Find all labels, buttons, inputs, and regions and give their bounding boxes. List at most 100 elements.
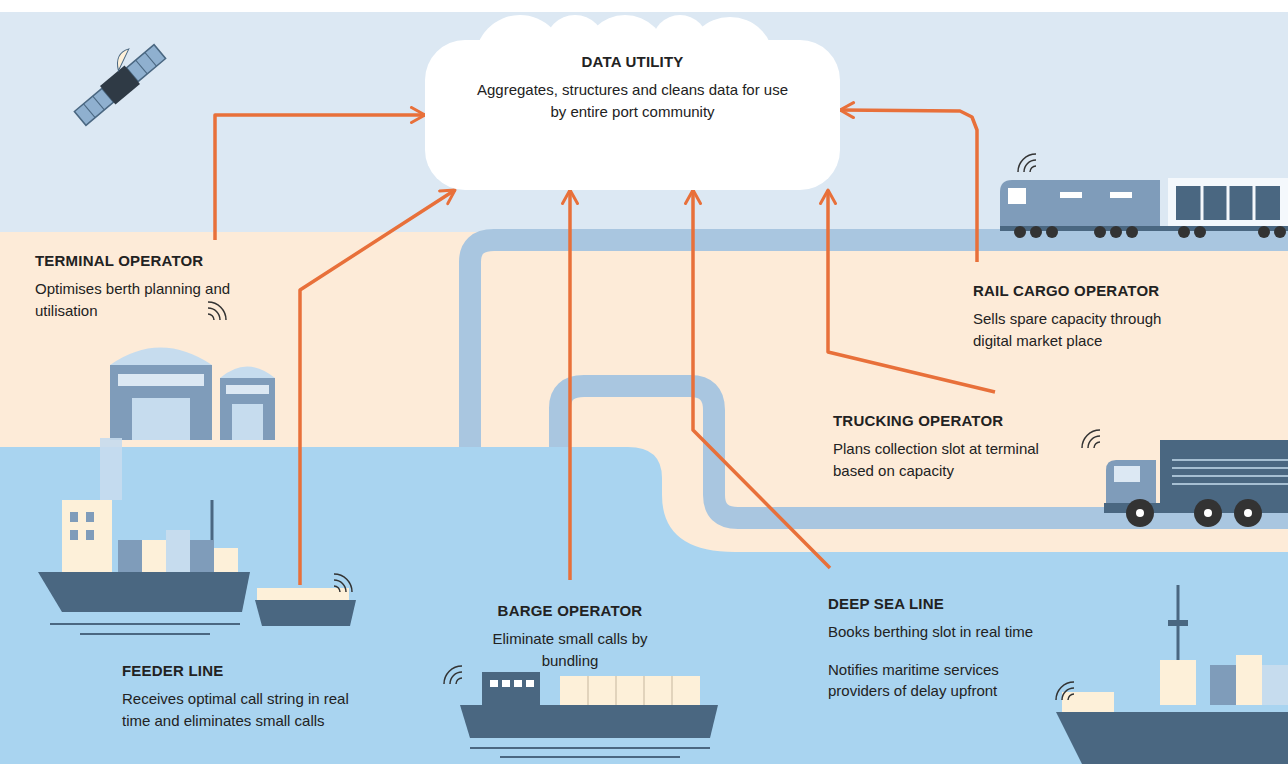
train xyxy=(1014,226,1026,238)
truck xyxy=(1172,483,1288,485)
node-description: Aggregates, structures and cleans data f… xyxy=(475,79,790,123)
terminal-building xyxy=(110,365,212,440)
node-description: Books berthing slot in real time xyxy=(828,621,1060,643)
feeder-ship xyxy=(190,540,214,572)
node-heading: DATA UTILITY xyxy=(475,51,790,73)
train xyxy=(1000,180,1160,228)
truck xyxy=(1172,475,1288,477)
train xyxy=(1194,226,1206,238)
train xyxy=(1253,186,1256,220)
satellite xyxy=(84,104,96,118)
train xyxy=(1060,192,1082,198)
actor-label: FEEDER LINEReceives optimal call string … xyxy=(122,585,350,731)
barge xyxy=(672,676,673,705)
barge xyxy=(444,666,718,757)
barge xyxy=(502,680,510,687)
satellite xyxy=(145,52,157,66)
truck xyxy=(1194,499,1222,527)
train xyxy=(1000,154,1288,238)
sky xyxy=(0,12,1288,764)
terminal-building xyxy=(208,302,226,320)
node-description: Optimises berth planning and utilisation xyxy=(35,278,235,322)
satellite xyxy=(100,66,140,105)
terminal-building xyxy=(110,348,212,366)
feeder-ship xyxy=(80,633,210,635)
terminal-building xyxy=(132,398,190,440)
deep-sea-ship xyxy=(1056,585,1288,764)
truck xyxy=(1160,440,1288,504)
cloud-shape xyxy=(425,15,840,190)
deep-sea-ship xyxy=(1056,712,1288,764)
actor-label: TRUCKING OPERATOR Plans collection slot a… xyxy=(833,392,1051,481)
satellite xyxy=(111,48,135,71)
truck xyxy=(1136,509,1144,517)
feeder-ship xyxy=(255,600,356,626)
data-utility-cloud: DATA UTILITY Aggregates, structures and c… xyxy=(425,15,840,190)
deep-sea-ship xyxy=(1168,620,1188,626)
train xyxy=(1110,192,1132,198)
terminal-building xyxy=(110,302,275,440)
feeder-ship xyxy=(70,512,78,522)
feeder-ship xyxy=(50,623,240,625)
barge xyxy=(560,676,700,705)
feeder-ship xyxy=(62,500,112,572)
barge xyxy=(490,680,498,687)
data-flow-arrow xyxy=(568,190,572,580)
train xyxy=(1201,186,1204,220)
barge xyxy=(526,680,534,687)
train xyxy=(1227,186,1230,220)
node-heading: TRUCKING OPERATOR xyxy=(833,410,1051,432)
barge xyxy=(644,676,645,705)
road xyxy=(560,386,1288,518)
node-description: Notifies maritime services providers of … xyxy=(828,659,1060,703)
truck xyxy=(1082,430,1100,448)
feeder-ship xyxy=(38,438,356,634)
satellite xyxy=(93,96,105,110)
road xyxy=(560,386,1288,518)
train xyxy=(1258,226,1270,238)
train xyxy=(1110,226,1122,238)
train xyxy=(1000,226,1288,231)
node-heading: TERMINAL OPERATOR xyxy=(35,250,235,272)
train xyxy=(1094,226,1106,238)
node-description: Eliminate small calls by bundling xyxy=(470,628,670,672)
truck xyxy=(1172,467,1288,469)
deep-sea-ship xyxy=(1056,682,1074,700)
train xyxy=(1274,226,1286,238)
node-description: Receives optimal call string in real tim… xyxy=(122,688,350,732)
train xyxy=(1046,226,1058,238)
terminal-building xyxy=(226,385,269,394)
node-description: Plans collection slot at terminal based … xyxy=(833,438,1051,482)
feeder-ship xyxy=(214,548,238,572)
actor-label: DEEP SEA LINE Books berthing slot in real… xyxy=(828,568,1060,702)
feeder-ship xyxy=(86,512,94,522)
train xyxy=(1008,188,1026,204)
barge xyxy=(482,672,540,705)
data-flow-arrow xyxy=(300,190,455,585)
barge xyxy=(500,756,680,758)
actor-label: BARGE OPERATOR Eliminate small calls by b… xyxy=(420,580,720,671)
node-heading: RAIL CARGO OPERATOR xyxy=(973,280,1195,302)
deep-sea-ship xyxy=(1210,665,1236,705)
satellite xyxy=(136,60,148,74)
barge xyxy=(444,666,462,684)
feeder-ship xyxy=(100,438,122,500)
deep-sea-ship xyxy=(1160,660,1196,705)
barge xyxy=(616,676,617,705)
barge xyxy=(460,705,718,738)
terminal-building xyxy=(220,367,275,379)
truck xyxy=(1114,466,1140,482)
rail-track xyxy=(470,240,1288,447)
train xyxy=(1018,154,1036,172)
train xyxy=(1178,226,1190,238)
barge xyxy=(514,680,522,687)
node-heading: DEEP SEA LINE xyxy=(828,593,1060,615)
feeder-ship xyxy=(334,574,352,592)
terminal-building xyxy=(118,374,204,386)
terminal-building xyxy=(220,378,275,440)
feeder-ship xyxy=(211,500,214,540)
truck xyxy=(1126,499,1154,527)
train xyxy=(1030,226,1042,238)
node-heading: BARGE OPERATOR xyxy=(470,600,670,622)
